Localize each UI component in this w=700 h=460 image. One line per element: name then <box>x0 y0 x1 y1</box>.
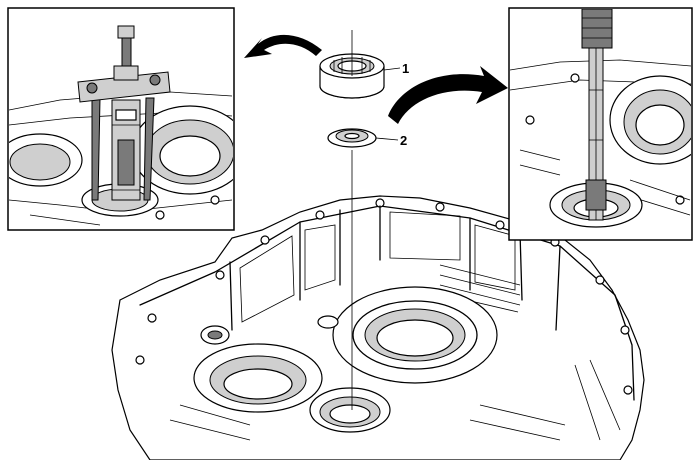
case-centre-bore <box>332 286 498 384</box>
case-front-bore <box>309 387 391 433</box>
arrow-to-removal-inset <box>244 34 322 58</box>
callout-leader-1 <box>383 67 401 71</box>
callout-label-1: 1 <box>402 61 409 76</box>
callout-leader-2 <box>375 137 399 141</box>
arrow-to-installation-inset <box>388 66 508 124</box>
bearing-part-1 <box>319 30 385 99</box>
case-left-bore <box>193 343 323 413</box>
callout-label-2: 2 <box>400 133 407 148</box>
inset-puller-removal <box>7 7 235 231</box>
case-bolt-holes <box>135 198 633 395</box>
inset-driver-installation <box>508 7 693 241</box>
seal-part-2 <box>327 128 377 148</box>
transmission-case <box>111 195 645 460</box>
